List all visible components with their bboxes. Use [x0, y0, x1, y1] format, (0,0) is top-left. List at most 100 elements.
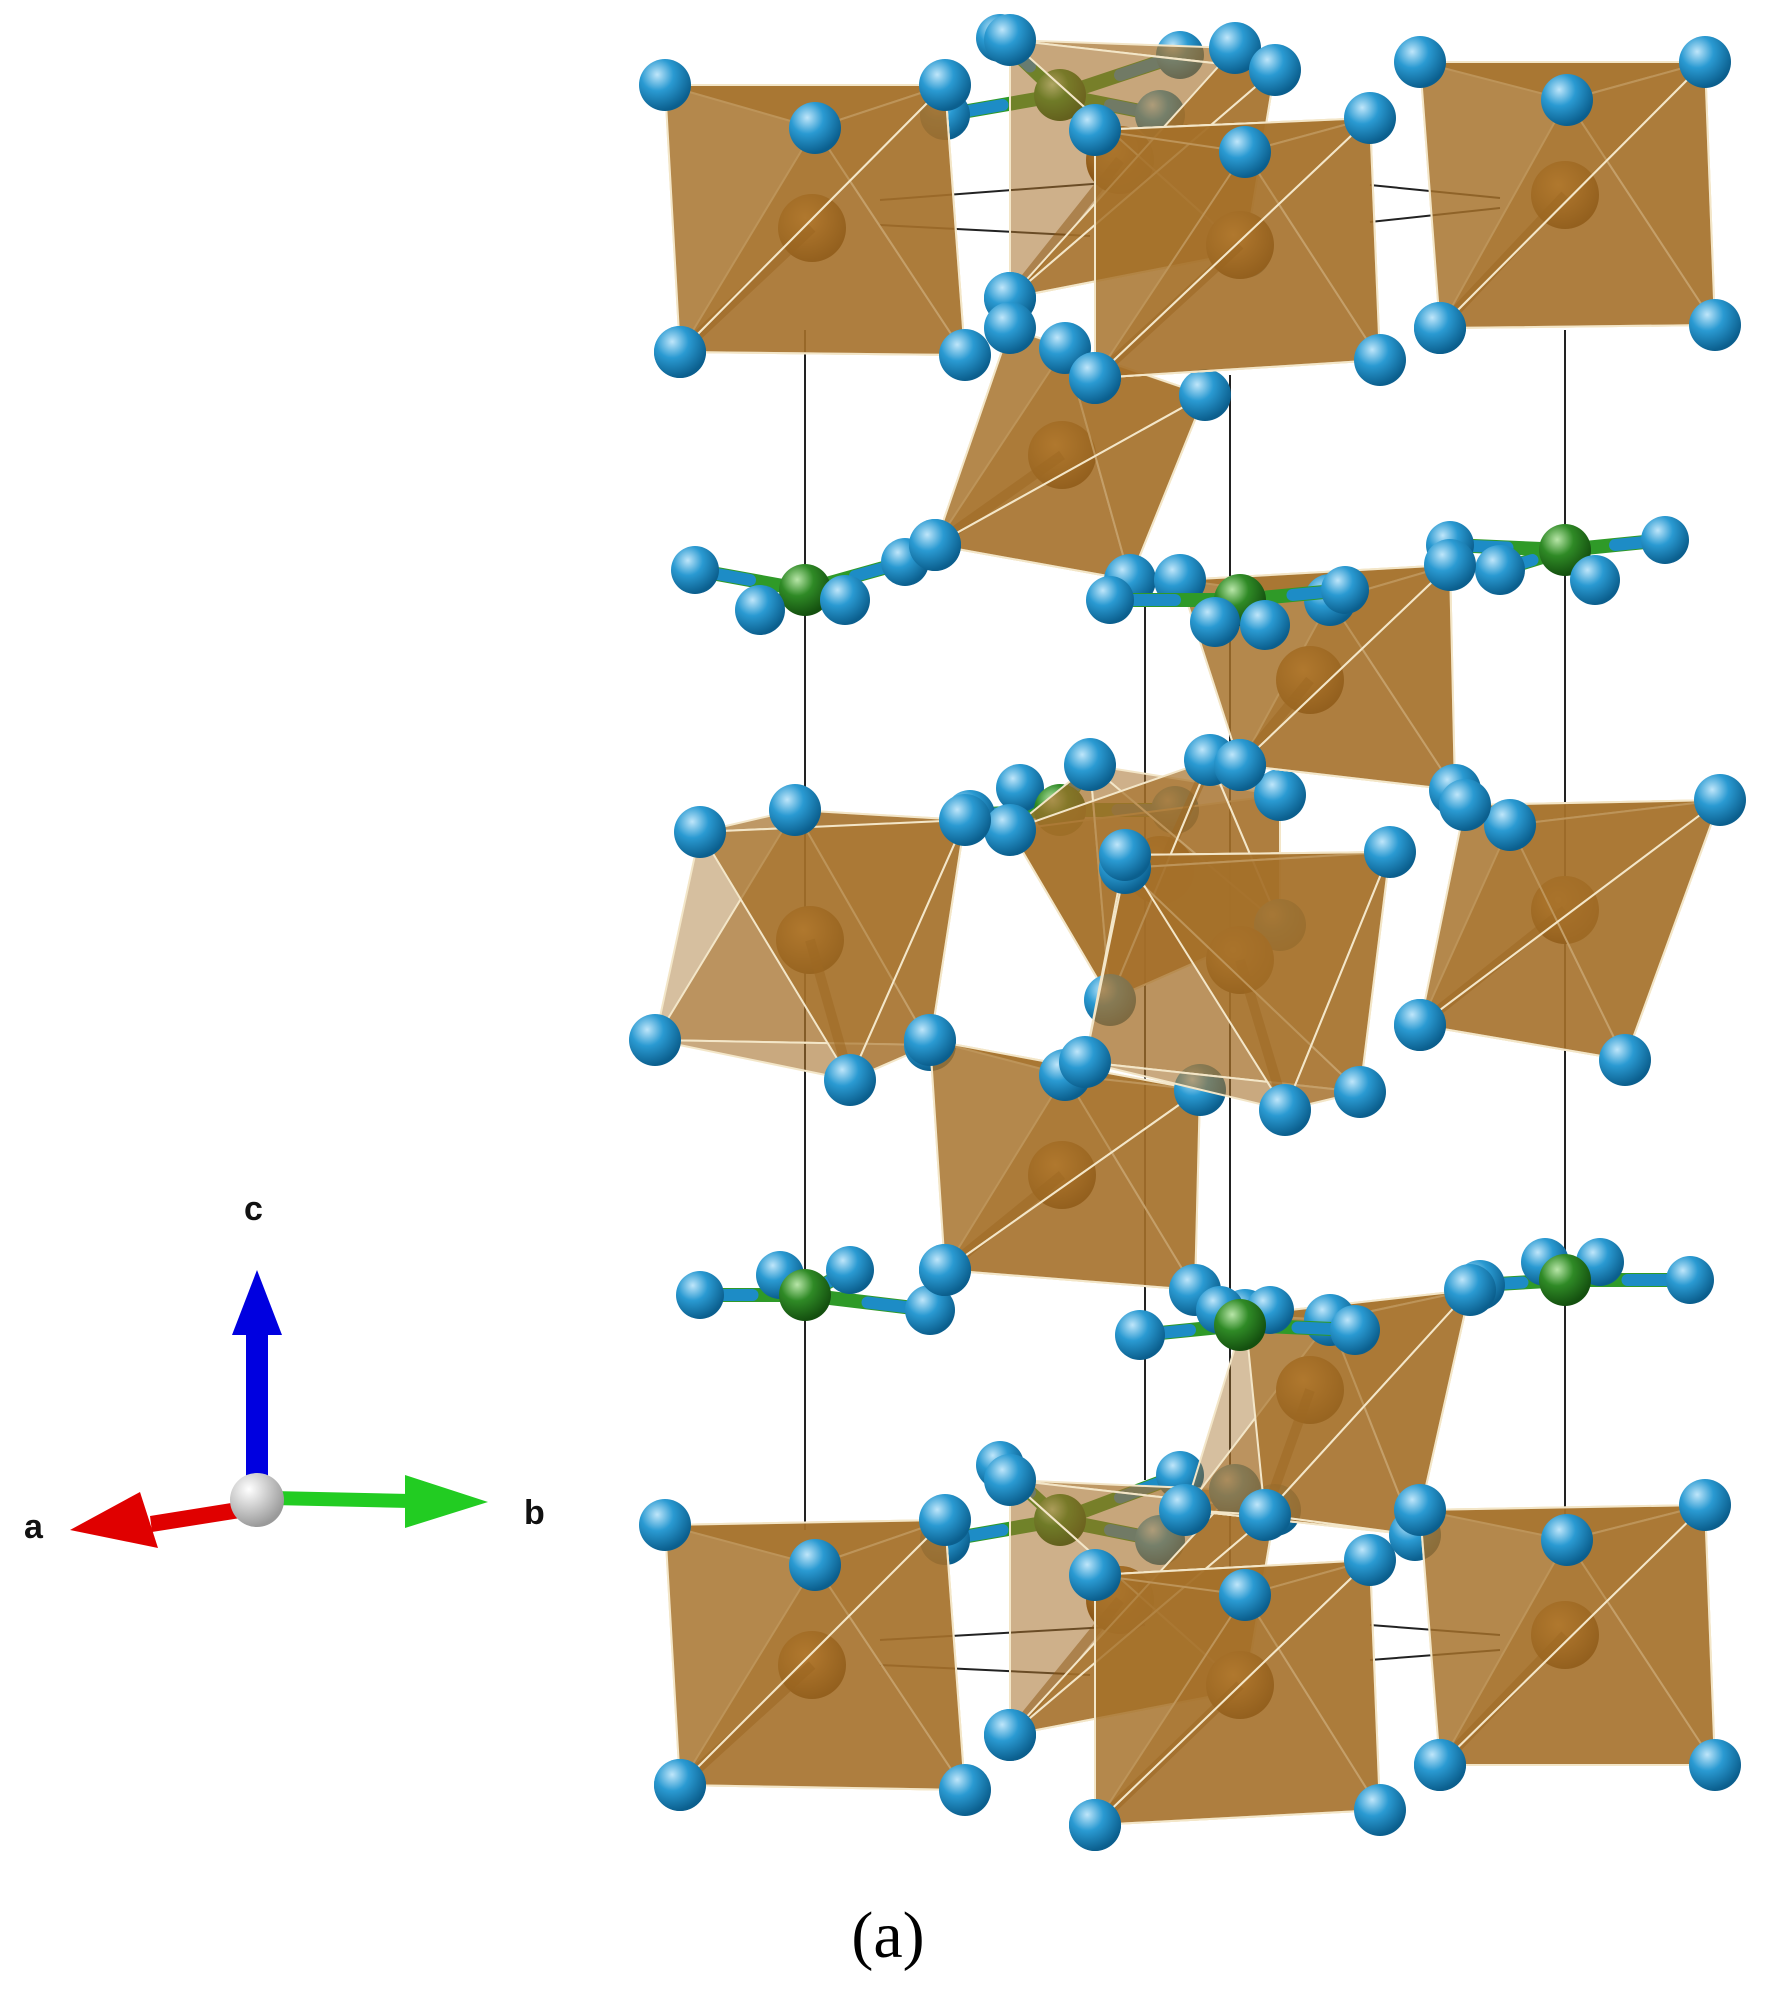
anion-atom [1679, 1479, 1731, 1531]
anion-atom [1344, 1534, 1396, 1586]
anion-atom [939, 1764, 991, 1816]
anion-atom [735, 585, 785, 635]
anion-atom [1099, 829, 1151, 881]
anion-atom [820, 575, 870, 625]
linker-unit [1086, 566, 1369, 650]
octahedron-face [1439, 61, 1716, 329]
octahedron-face [1439, 1504, 1716, 1766]
anion-atom [1239, 1489, 1291, 1541]
octahedron-face [679, 84, 966, 356]
anion-atom [769, 784, 821, 836]
anion-atom [919, 1244, 971, 1296]
axis-origin [230, 1473, 284, 1527]
anion-atom [654, 326, 706, 378]
anion-atom [1444, 1264, 1496, 1316]
anion-atom [671, 546, 719, 594]
linker-atom [779, 564, 831, 616]
linker-atom [1539, 1254, 1591, 1306]
anion-atom [904, 1014, 956, 1066]
octahedron-face [1239, 564, 1456, 791]
octahedron [1069, 1534, 1406, 1851]
anion-atom [984, 1709, 1036, 1761]
anion-atom [1069, 1549, 1121, 1601]
anion-atom [1240, 600, 1290, 650]
anion-atom [1190, 597, 1240, 647]
axis-arrow-icon [405, 1475, 488, 1528]
anion-atom [1364, 826, 1416, 878]
anion-atom [1689, 299, 1741, 351]
anion-atom [1209, 22, 1261, 74]
anion-atom [1069, 352, 1121, 404]
anion-atom [1424, 539, 1476, 591]
linker-atom [1214, 1299, 1266, 1351]
anion-atom [1334, 1066, 1386, 1118]
anion-atom [939, 794, 991, 846]
octahedron-face [934, 394, 1206, 581]
anion-atom [1414, 302, 1466, 354]
anion-atom [1069, 104, 1121, 156]
anion-atom [905, 1285, 955, 1335]
octahedra [629, 14, 1746, 1851]
anion-atom [1354, 334, 1406, 386]
anion-atom [1159, 1484, 1211, 1536]
anion-atom [1069, 1799, 1121, 1851]
octahedron [1069, 92, 1406, 404]
anion-atom [826, 1246, 874, 1294]
anion-atom [1641, 516, 1689, 564]
octahedron-face [1094, 117, 1381, 379]
anion-atom [984, 302, 1036, 354]
octahedron [1394, 1479, 1741, 1791]
axis-label-c: c [244, 1190, 263, 1228]
linker-unit [676, 1246, 955, 1335]
octahedron [909, 302, 1231, 606]
anion-atom [1541, 74, 1593, 126]
anion-atom [1059, 1036, 1111, 1088]
octahedron [639, 1494, 991, 1816]
octahedron-face [1094, 1559, 1381, 1826]
axis-triad [70, 1270, 488, 1548]
anion-atom [1259, 1084, 1311, 1136]
anion-atom [676, 1271, 724, 1319]
octahedron-face [1284, 851, 1391, 1111]
octahedron-face [679, 1519, 966, 1791]
anion-atom [1354, 1784, 1406, 1836]
anion-atom [1679, 36, 1731, 88]
linker-unit [1115, 1286, 1380, 1360]
anion-atom [1330, 1305, 1380, 1355]
anion-atom [1439, 779, 1491, 831]
octahedron [1059, 826, 1416, 1136]
anion-atom [1689, 1739, 1741, 1791]
anion-atom [674, 806, 726, 858]
octahedron-face [849, 819, 966, 1081]
octahedron [1394, 774, 1746, 1086]
axis-a-shaft [150, 1500, 253, 1532]
anion-atom [1086, 576, 1134, 624]
anion-atom [639, 1499, 691, 1551]
anion-atom [1254, 769, 1306, 821]
axis-c-shaft [246, 1330, 268, 1480]
anion-atom [1219, 126, 1271, 178]
anion-atom [1570, 555, 1620, 605]
anion-atom [1475, 545, 1525, 595]
anion-atom [1414, 1739, 1466, 1791]
anion-atom [1321, 566, 1369, 614]
anion-atom [939, 329, 991, 381]
octahedron-face [1419, 799, 1721, 1061]
anion-atom [1541, 1514, 1593, 1566]
octahedron-face [944, 1089, 1201, 1291]
anion-atom [1394, 1484, 1446, 1536]
linker-atom [779, 1269, 831, 1321]
axis-arrow-icon [232, 1270, 282, 1335]
anion-atom [909, 519, 961, 571]
octahedron [639, 59, 991, 381]
anion-atom [1219, 1569, 1271, 1621]
anion-atom [654, 1759, 706, 1811]
linker-atoms-front [1086, 566, 1380, 1360]
anion-atom [984, 14, 1036, 66]
anion-atom [1115, 1310, 1165, 1360]
anion-atom [1064, 739, 1116, 791]
axis-label-b: b [524, 1494, 545, 1532]
anion-atom [996, 764, 1044, 812]
anion-atom [1344, 92, 1396, 144]
